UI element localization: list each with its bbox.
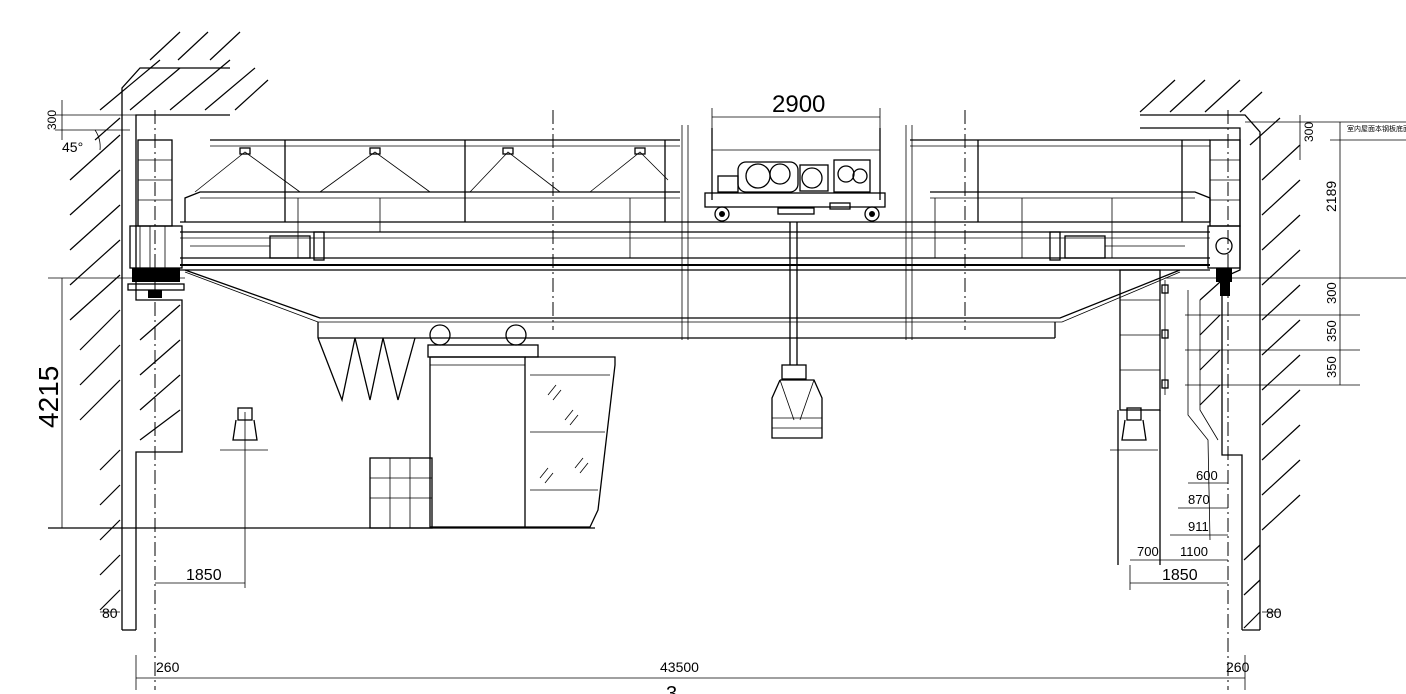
hatch-line [1249, 117, 1281, 146]
hatch-line [69, 204, 121, 251]
dim-300-left: 300 [45, 110, 59, 130]
right-end-truck [1207, 139, 1241, 296]
hatch-line [69, 134, 121, 181]
hatch-line [1261, 319, 1301, 356]
hatch-line [1243, 544, 1261, 561]
hatch-line [79, 379, 121, 421]
dim-1100: 1100 [1180, 544, 1208, 559]
hatch-line [1239, 91, 1263, 113]
hatch-line [1261, 459, 1301, 496]
dim-600: 600 [1196, 468, 1218, 483]
hatch-line [99, 519, 121, 541]
hatch-line [1261, 214, 1301, 251]
dim-300-right: 300 [1324, 282, 1339, 304]
structure [48, 324, 616, 529]
dim-1850-left: 1850 [186, 567, 222, 584]
hatch-line [1243, 611, 1261, 629]
hatch-line [139, 409, 181, 441]
hatch-line [139, 339, 181, 376]
dim-2900: 2900 [772, 91, 825, 118]
dimension-lines [48, 100, 1406, 690]
railing-posts [297, 198, 1113, 258]
right-column [1117, 269, 1219, 565]
hatch-line [99, 449, 121, 471]
break-lines [681, 125, 913, 340]
hopper [317, 337, 416, 403]
hatch-line [1261, 494, 1301, 531]
hatch-line [79, 309, 121, 351]
hatch-line [1139, 79, 1176, 113]
hatch-line [1199, 314, 1221, 336]
hatch-line [1243, 579, 1261, 596]
dim-45deg: 45° [62, 139, 83, 155]
left-end-truck [127, 139, 185, 298]
roof-note: 室内屋面本钢板底面 [1347, 124, 1406, 133]
left-wall [69, 31, 269, 631]
hatch-line [1169, 79, 1206, 113]
hatch-line [69, 274, 121, 321]
hatch-line [177, 31, 209, 61]
hatch-line [1261, 249, 1301, 286]
hatch-line [99, 589, 121, 611]
hatch-line [149, 31, 181, 61]
dim-1850-right: 1850 [1162, 567, 1198, 584]
right-grab-limit [1110, 407, 1158, 451]
dim-2189: 2189 [1323, 181, 1339, 212]
center-lines [154, 110, 1229, 690]
hatch-line [1204, 79, 1241, 113]
hatch-line [209, 31, 241, 61]
hatch-line [1261, 389, 1301, 426]
travel-drives [190, 231, 1185, 261]
dim-260-left: 260 [156, 659, 180, 675]
hatch-line [79, 344, 121, 386]
hatch-line [99, 554, 121, 576]
hatch-line [1199, 384, 1221, 406]
hatch-line [169, 59, 231, 111]
dim-700: 700 [1137, 544, 1159, 559]
hatch-line [139, 304, 181, 341]
bridge-girder [180, 125, 1211, 340]
hatch-line [1261, 354, 1301, 391]
dim-350-b: 350 [1324, 356, 1339, 378]
hatch-line [1261, 179, 1301, 216]
hatch-line [1261, 284, 1301, 321]
left-grab-limit [220, 407, 268, 588]
hatch-line [94, 117, 121, 141]
hatch-line [99, 59, 161, 111]
dim-870: 870 [1188, 492, 1210, 507]
dim-80-left: 80 [102, 605, 118, 621]
hatch-line [204, 67, 256, 111]
dim-300-right-top: 300 [1302, 122, 1316, 142]
dim-350-a: 350 [1324, 320, 1339, 342]
hatch-line [139, 374, 181, 411]
dim-span-43500: 43500 [660, 659, 699, 675]
hatch-line [1261, 144, 1301, 181]
dim-911: 911 [1188, 519, 1209, 534]
lamp-brackets [194, 147, 669, 193]
dim-260-right: 260 [1226, 659, 1250, 675]
dim-80-right: 80 [1266, 605, 1282, 621]
hatch-line [129, 67, 181, 111]
hatch-line [69, 239, 121, 286]
trolley [704, 128, 886, 365]
right-wall [1139, 79, 1301, 631]
hatch-line [1199, 349, 1221, 371]
grab-bucket [771, 364, 823, 439]
dim-4215: 4215 [33, 366, 64, 428]
dimension-texts: 2900 300 45° 室内屋面本钢板底面 300 2189 300 350 … [33, 91, 1406, 694]
hatch-line [69, 169, 121, 216]
page-number: 3 [666, 683, 677, 694]
hatch-line [99, 484, 121, 506]
hatch-line [234, 79, 269, 111]
hatch-line [1261, 424, 1301, 461]
hatch-line [1199, 281, 1221, 301]
